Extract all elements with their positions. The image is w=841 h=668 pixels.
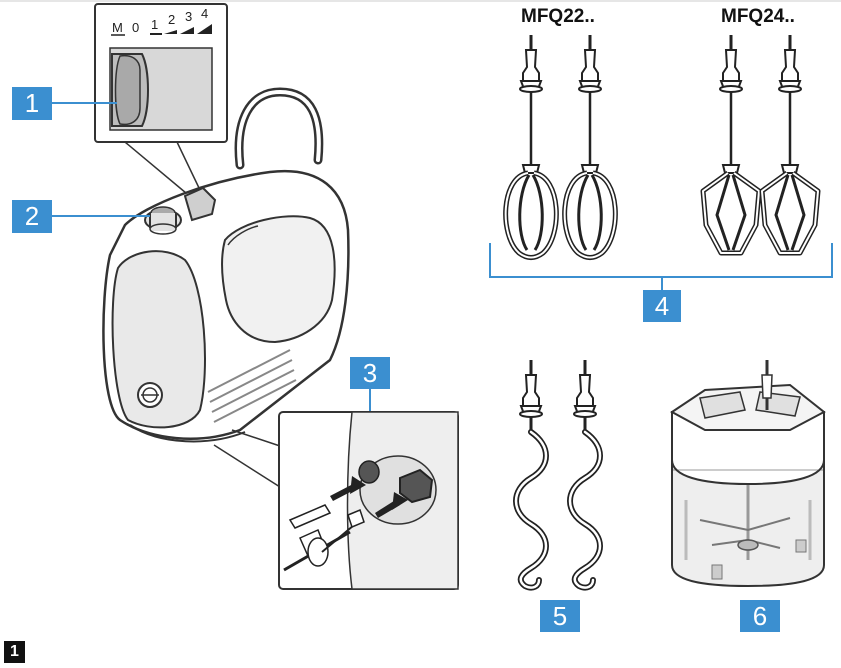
dough-hooks bbox=[513, 358, 603, 591]
callout-badge-2: 2 bbox=[12, 200, 52, 233]
figure-number-badge: 1 bbox=[4, 641, 25, 663]
speed-inset-panel: M 0 1 2 3 4 bbox=[94, 3, 228, 194]
speed-label-1: 1 bbox=[151, 17, 158, 32]
speed-label-m: M bbox=[112, 20, 123, 35]
callout-badge-3: 3 bbox=[350, 357, 390, 389]
callout-badge-6: 6 bbox=[740, 600, 780, 632]
callout-4-bracket bbox=[489, 243, 833, 278]
top-rule bbox=[0, 0, 841, 2]
callout-badge-5: 5 bbox=[540, 600, 580, 632]
chopper-attachment bbox=[670, 360, 826, 588]
hand-mixer bbox=[102, 87, 350, 443]
whisk-set-mfq24 bbox=[700, 33, 821, 256]
whisk-set-mfq22 bbox=[503, 33, 618, 260]
callout-badge-4: 4 bbox=[643, 290, 681, 322]
callout-badge-1: 1 bbox=[12, 87, 52, 120]
model-label-mfq24: MFQ24.. bbox=[721, 6, 795, 27]
speed-label-2: 2 bbox=[168, 12, 175, 27]
speed-label-4: 4 bbox=[201, 6, 208, 21]
model-label-mfq22: MFQ22.. bbox=[521, 6, 595, 27]
speed-label-3: 3 bbox=[185, 9, 192, 24]
speed-label-0: 0 bbox=[132, 20, 139, 35]
socket-inset-panel bbox=[213, 411, 459, 590]
